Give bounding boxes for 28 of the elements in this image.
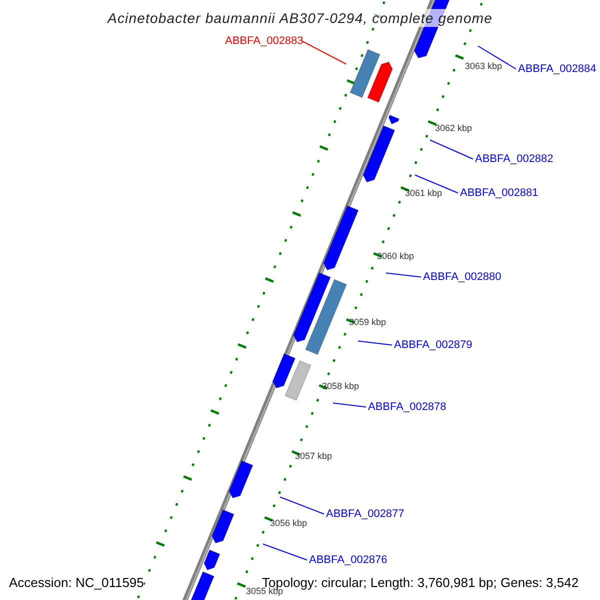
scale-label: 3056 kbp xyxy=(270,518,308,528)
scale-label: 3058 kbp xyxy=(322,381,360,391)
leader-line xyxy=(358,340,392,346)
scale-label: 3062 kbp xyxy=(435,123,472,133)
gene-label: ABBFA_002880 xyxy=(423,271,502,284)
leader-line xyxy=(302,40,346,64)
gene-label: ABBFA_002882 xyxy=(475,153,554,166)
leader-line xyxy=(262,544,308,560)
scale-label: 3057 kbp xyxy=(295,451,332,461)
gene-label: ABBFA_002878 xyxy=(368,401,446,414)
gene-label: ABBFA_002876 xyxy=(309,554,388,567)
gene-label: ABBFA_002879 xyxy=(394,339,472,352)
scale-label: 3061 kbp xyxy=(405,188,442,198)
leader-line xyxy=(414,174,458,194)
leader-line xyxy=(386,272,422,278)
gene-label: ABBFA_002884 xyxy=(518,63,596,76)
gene-label: ABBFA_002877 xyxy=(326,508,404,521)
leader-line xyxy=(332,402,366,408)
scale-label: 3063 kbp xyxy=(465,61,502,71)
gene-label: ABBFA_002883 xyxy=(225,35,301,48)
scale-label: 3059 kbp xyxy=(349,317,386,327)
leader-line xyxy=(478,46,516,70)
scale-label: 3060 kbp xyxy=(377,251,414,261)
gene-label: ABBFA_002881 xyxy=(460,187,538,200)
leader-line xyxy=(280,496,324,514)
leader-line xyxy=(430,140,474,160)
footer-text: Accession: NC_011595 xyxy=(9,575,144,590)
footer-text: Topology: circular; Length: 3,760,981 bp; Genes: 3,542 xyxy=(262,575,579,590)
